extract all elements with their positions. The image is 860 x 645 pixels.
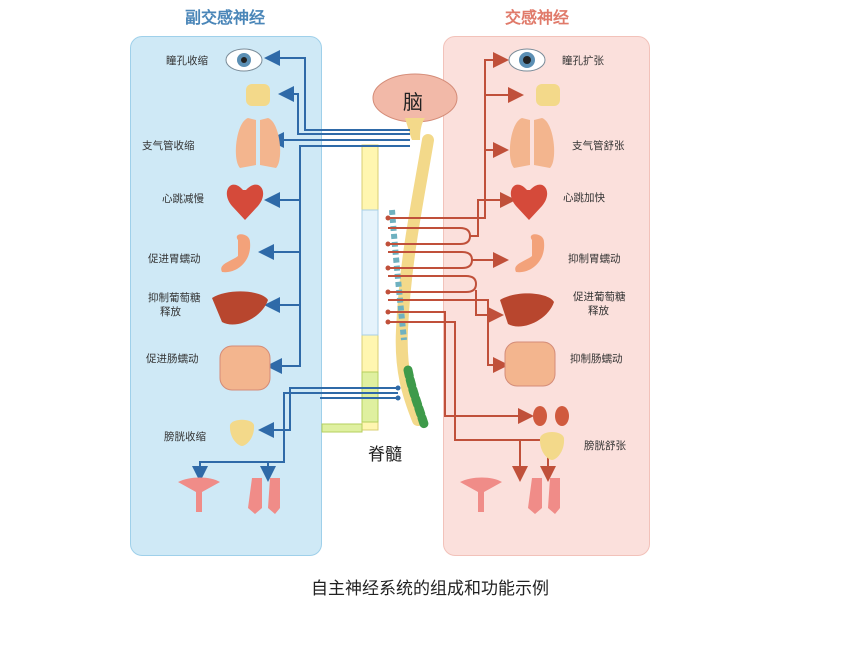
sympathetic-title: 交感神经	[505, 8, 570, 27]
male-reproductive-icon	[528, 478, 560, 514]
kidneys-icon	[533, 406, 569, 426]
para-label-intestine: 促进肠蠕动	[146, 353, 199, 365]
male-reproductive-icon	[248, 478, 280, 514]
female-reproductive-icon	[460, 477, 502, 512]
intestine-icon	[219, 345, 271, 391]
heart-icon	[226, 184, 264, 220]
liver-icon	[500, 293, 554, 327]
brainstem-icon	[405, 118, 425, 140]
symp-label-intestine: 抑制肠蠕动	[570, 353, 623, 365]
eye-icon	[508, 48, 546, 72]
ganglion-dots	[385, 215, 401, 401]
symp-label-release: 释放	[588, 305, 609, 317]
para-label-pupil: 瞳孔收缩	[166, 55, 208, 67]
para-label-bronchi: 支气管收缩	[142, 140, 195, 152]
bladder-icon	[229, 419, 255, 446]
thyroid-icon	[536, 84, 560, 106]
para-label-bladder: 膀胱收缩	[164, 431, 206, 443]
symp-label-glucose: 促进葡萄糖	[573, 291, 626, 303]
sacral-ganglia-icon	[403, 365, 429, 429]
symp-label-bladder: 膀胱舒张	[584, 440, 626, 452]
heart-icon	[510, 184, 548, 220]
stomach-icon	[221, 234, 251, 273]
symp-label-heart: 心跳加快	[563, 192, 605, 204]
lungs-icon	[235, 118, 281, 168]
para-label-stomach: 促进胃蠕动	[148, 253, 201, 265]
thyroid-icon	[246, 84, 270, 106]
sympathetic-nerves	[388, 52, 556, 482]
parasympathetic-nerves	[192, 50, 410, 482]
para-label-heart: 心跳减慢	[162, 193, 204, 205]
bladder-icon	[539, 432, 565, 460]
liver-icon	[212, 291, 268, 325]
spinal-cord-label: 脊髓	[368, 445, 402, 465]
stomach-icon	[515, 234, 545, 273]
parasympathetic-title: 副交感神经	[185, 8, 266, 27]
symp-label-pupil: 瞳孔扩张	[562, 55, 604, 67]
para-label-release: 释放	[160, 306, 181, 318]
female-reproductive-icon	[178, 477, 220, 512]
intestine-icon	[504, 341, 556, 387]
figure-caption: 自主神经系统的组成和功能示例	[311, 579, 549, 599]
eye-icon	[225, 48, 263, 72]
symp-label-bronchi: 支气管舒张	[572, 140, 625, 152]
para-label-glucose: 抑制葡萄糖	[148, 292, 201, 304]
symp-label-stomach: 抑制胃蠕动	[568, 253, 621, 265]
lungs-icon	[509, 118, 555, 168]
brain-label: 脑	[403, 90, 423, 114]
